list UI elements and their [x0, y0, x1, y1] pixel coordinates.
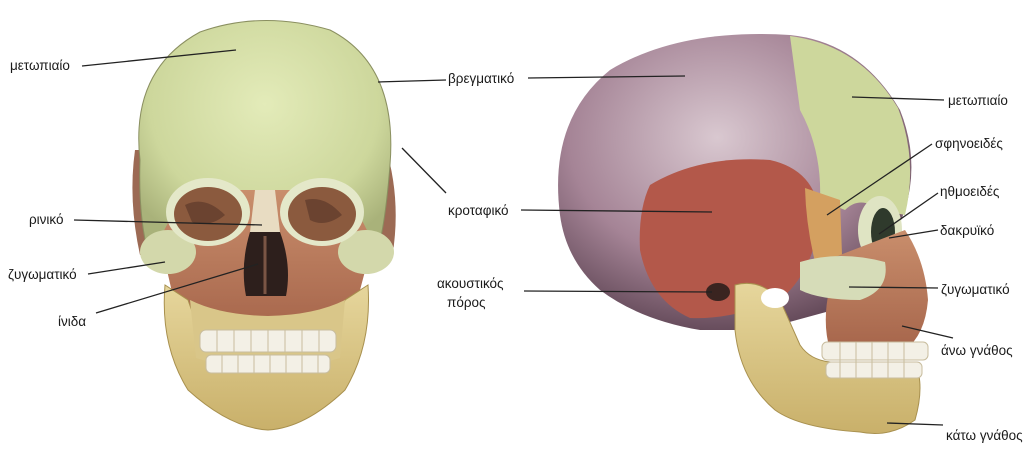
label-front-frontal: μετωπιαίο [10, 57, 70, 74]
side-teeth [822, 342, 928, 378]
label-front-zygomatic: ζυγωματικό [8, 266, 77, 283]
leader-temporal-front [402, 148, 446, 193]
label-maxilla: άνω γνάθος [941, 342, 1013, 359]
label-mandible: κάτω γνάθος [946, 427, 1023, 444]
side-zygomatic [800, 256, 886, 300]
label-front-nasal: ρινικό [29, 211, 64, 228]
front-nasal-bone [250, 190, 280, 232]
label-temporal: κροταφικό [448, 202, 509, 219]
label-auditory-line1: ακουστικός [437, 275, 504, 292]
side-skull [558, 34, 928, 434]
front-upper-teeth [200, 330, 336, 352]
label-side-zygomatic: ζυγωματικό [941, 281, 1010, 298]
label-parietal: βρεγματικό [448, 70, 514, 87]
label-ethmoid: ηθμοειδές [940, 183, 999, 200]
label-side-frontal: μετωπιαίο [948, 92, 1008, 109]
label-front-vomer: ίνιδα [58, 313, 86, 330]
front-lower-teeth [206, 355, 330, 373]
label-sphenoid: σφηνοειδές [935, 135, 1003, 152]
label-auditory-line2: πόρος [447, 294, 486, 311]
leader-parietal-front [378, 80, 446, 82]
front-skull [132, 20, 395, 430]
label-lacrimal: δακρυϊκό [940, 222, 994, 239]
